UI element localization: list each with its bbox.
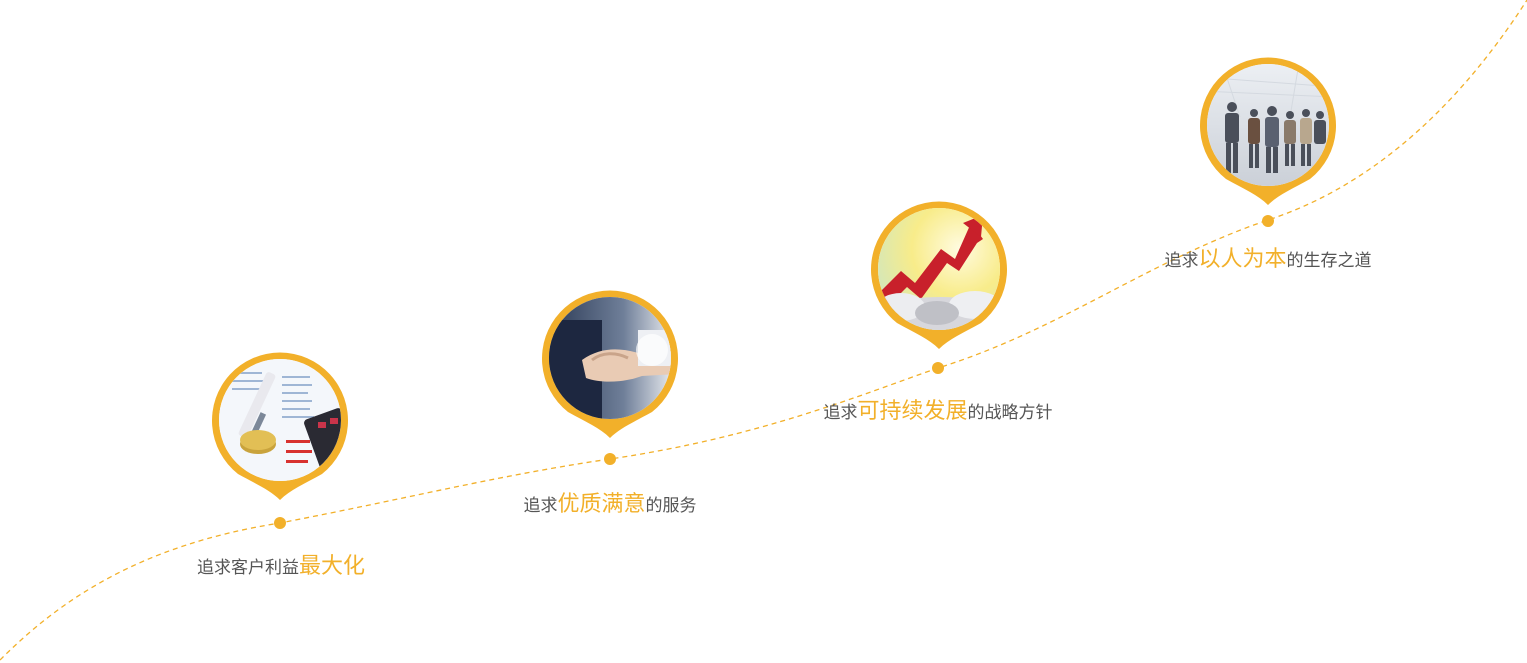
milestone-1-pin (212, 352, 348, 502)
milestone-4-prefix: 追求 (1164, 251, 1199, 271)
milestone-3-suffix: 的战略方针 (967, 403, 1053, 423)
business-team-image (1200, 57, 1336, 206)
handshake-image (542, 290, 678, 438)
milestone-4-dot (1262, 215, 1274, 227)
milestone-4-highlight: 以人为本 (1198, 247, 1287, 272)
milestone-2-prefix: 追求 (523, 496, 558, 516)
milestone-2-suffix: 的服务 (645, 496, 697, 516)
milestone-2-pin (542, 290, 678, 440)
milestone-4-caption: 追求以人为本的生存之道 (1164, 248, 1371, 273)
milestone-2-dot (604, 453, 616, 465)
milestone-2-caption: 追求优质满意的服务 (523, 493, 696, 518)
milestone-2-highlight: 优质满意 (557, 492, 646, 517)
milestone-1-dot (274, 517, 286, 529)
milestone-1-caption: 追求客户利益最大化 (197, 555, 365, 580)
milestone-3-highlight: 可持续发展 (857, 399, 968, 424)
milestone-1-highlight: 最大化 (298, 554, 366, 579)
milestone-4-pin (1200, 57, 1336, 207)
growth-arrow-image (871, 201, 1007, 349)
milestone-4-suffix: 的生存之道 (1286, 251, 1372, 271)
milestone-3-dot (932, 362, 944, 374)
milestone-3-prefix: 追求 (823, 403, 858, 423)
milestone-1-prefix: 追求客户利益 (196, 558, 299, 578)
milestone-3-caption: 追求可持续发展的战略方针 (823, 400, 1052, 425)
milestone-3-pin (871, 201, 1007, 351)
finance-image (212, 352, 348, 500)
